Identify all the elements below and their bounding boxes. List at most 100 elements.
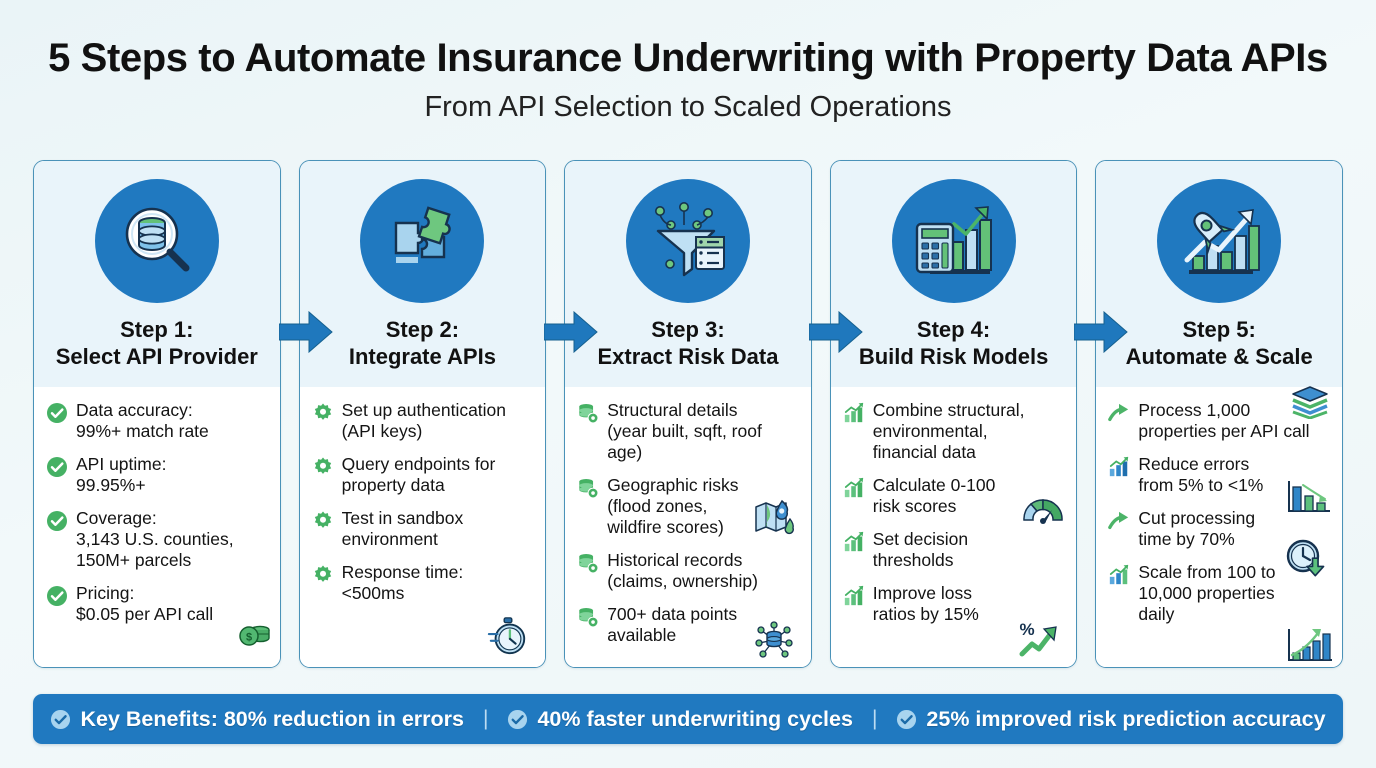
step-card-3-header: Step 3: Extract Risk Data	[565, 161, 811, 387]
list-item: Reduce errors from 5% to <1%	[1108, 454, 1331, 496]
green-database-gear-icon	[577, 477, 599, 499]
list-item-text: Historical records (claims, ownership)	[607, 549, 758, 591]
blue-bar-chart-arrow-icon	[1108, 456, 1130, 478]
green-gear-icon	[312, 402, 334, 424]
step-card-1-title: Step 1: Select API Provider	[55, 317, 258, 370]
steps-row: Step 1: Select API Provider Data accurac…	[33, 160, 1343, 668]
list-item: Scale from 100 to 10,000 properties dail…	[1108, 562, 1331, 625]
step-card-5-title: Step 5: Automate & Scale	[1125, 317, 1313, 370]
arrow-step1-to-step2	[279, 311, 333, 353]
green-check-circle-icon	[46, 510, 68, 532]
percent-up-arrow-icon: %	[1018, 619, 1062, 657]
list-item: Structural details (year built, sqft, ro…	[577, 400, 800, 463]
arrow-step4-to-step5	[1074, 311, 1128, 353]
green-check-circle-icon	[46, 402, 68, 424]
green-bar-chart-arrow-icon	[843, 477, 865, 499]
green-bar-chart-arrow-icon	[843, 402, 865, 424]
step-card-3-title: Step 3: Extract Risk Data	[597, 317, 779, 370]
list-item: Set decision thresholds	[843, 529, 1066, 571]
list-item: Improve loss ratios by 15%	[843, 583, 1066, 625]
green-gear-icon	[312, 456, 334, 478]
money-coins-icon: $	[237, 621, 271, 649]
benefit-separator: |	[871, 707, 878, 730]
header: 5 Steps to Automate Insurance Underwriti…	[0, 0, 1376, 124]
arrow-step2-to-step3	[544, 311, 598, 353]
list-item-text: Set decision thresholds	[872, 528, 969, 570]
list-item: Test in sandbox environment	[312, 508, 535, 550]
list-item-text: 700+ data points available	[607, 603, 738, 645]
step-card-5[interactable]: Step 5: Automate & Scale Process 1,000 p…	[1095, 160, 1343, 668]
benefit-text: 25% improved risk prediction accuracy	[926, 706, 1326, 731]
green-curved-arrow-icon	[1108, 510, 1130, 532]
list-item: Query endpoints for property data	[312, 454, 535, 496]
benefit-separator: |	[483, 707, 489, 730]
list-item-text: Scale from 100 to 10,000 properties dail…	[1138, 561, 1276, 624]
list-item: Response time: <500ms	[312, 562, 535, 604]
list-item-text: Geographic risks (flood zones, wildfire …	[607, 474, 739, 537]
benefit-item-3: 25% improved risk prediction accuracy	[896, 706, 1326, 732]
list-item-text: Test in sandbox environment	[341, 507, 464, 549]
magnifier-database-icon	[94, 179, 219, 303]
green-curved-arrow-icon	[1108, 402, 1130, 424]
list-item: Data accuracy: 99%+ match rate	[46, 400, 269, 442]
list-item-text: Combine structural, environmental, finan…	[872, 399, 1025, 462]
list-item-text: API uptime: 99.95%+	[76, 453, 167, 495]
green-database-gear-icon	[577, 606, 599, 628]
step-card-2[interactable]: Step 2: Integrate APIs Set up authentica…	[298, 160, 547, 668]
list-item-text: Coverage: 3,143 U.S. counties, 150M+ par…	[76, 507, 234, 570]
step-card-2-body: Set up authentication (API keys) Query e…	[299, 386, 546, 667]
green-check-circle-icon	[46, 585, 68, 607]
step-card-1-header: Step 1: Select API Provider	[34, 161, 280, 387]
green-database-gear-icon	[577, 552, 599, 574]
step-card-5-body: Process 1,000 properties per API call Re…	[1096, 385, 1342, 667]
stopwatch-icon	[487, 615, 529, 657]
check-circle-icon	[896, 709, 917, 730]
svg-text:$: $	[246, 632, 252, 644]
calculator-chart-icon	[891, 179, 1016, 303]
list-item-text: Data accuracy: 99%+ match rate	[76, 399, 209, 441]
list-item: Historical records (claims, ownership)	[577, 550, 800, 592]
page-subtitle: From API Selection to Scaled Operations	[424, 91, 952, 123]
step-card-5-header: Step 5: Automate & Scale	[1096, 161, 1342, 387]
benefit-text: Key Benefits: 80% reduction in errors	[80, 706, 464, 731]
list-item: Calculate 0-100 risk scores	[843, 475, 1066, 517]
benefit-text: 40% faster underwriting cycles	[537, 706, 853, 731]
step-card-4-header: Step 4: Build Risk Models	[830, 161, 1077, 387]
list-item: Pricing: $0.05 per API call	[46, 583, 269, 625]
list-item: Combine structural, environmental, finan…	[843, 400, 1066, 463]
list-item: Cut processing time by 70%	[1108, 508, 1331, 550]
green-check-circle-icon	[46, 456, 68, 478]
list-item-text: Improve loss ratios by 15%	[872, 582, 979, 624]
list-item: API uptime: 99.95%+	[46, 454, 269, 496]
list-item-text: Response time: <500ms	[341, 561, 464, 603]
rocket-growth-icon	[1157, 179, 1282, 303]
arrow-step3-to-step4	[809, 311, 863, 353]
step-card-3[interactable]: Step 3: Extract Risk Data Structural det…	[564, 160, 812, 668]
list-item-text: Pricing: $0.05 per API call	[76, 582, 214, 624]
step-card-2-header: Step 2: Integrate APIs	[299, 161, 546, 387]
green-gear-icon	[312, 564, 334, 586]
step-card-1[interactable]: Step 1: Select API Provider Data accurac…	[33, 160, 281, 668]
list-item-text: Structural details (year built, sqft, ro…	[607, 399, 762, 462]
green-bar-chart-arrow-icon	[843, 531, 865, 553]
list-item: Set up authentication (API keys)	[312, 400, 535, 442]
check-circle-icon	[50, 709, 71, 730]
page-title: 5 Steps to Automate Insurance Underwriti…	[48, 36, 1328, 80]
list-item-text: Calculate 0-100 risk scores	[872, 474, 996, 516]
benefit-item-1: Key Benefits: 80% reduction in errors	[50, 707, 464, 732]
list-item-text: Reduce errors from 5% to <1%	[1138, 453, 1264, 495]
blue-green-bar-chart-icon	[1108, 564, 1130, 586]
rising-chart-icon	[1286, 627, 1334, 665]
list-item: 700+ data points available	[577, 604, 800, 646]
key-benefits-banner: Key Benefits: 80% reduction in errors | …	[33, 694, 1343, 744]
green-gear-icon	[312, 510, 334, 532]
list-item-text: Cut processing time by 70%	[1138, 507, 1256, 549]
step-card-3-body: Structural details (year built, sqft, ro…	[565, 386, 811, 667]
step-card-4[interactable]: Step 4: Build Risk Models Combine struct…	[829, 160, 1078, 668]
step-card-4-title: Step 4: Build Risk Models	[858, 317, 1049, 370]
benefit-item-2: 40% faster underwriting cycles	[507, 706, 853, 732]
step-card-2-title: Step 2: Integrate APIs	[348, 317, 496, 370]
puzzle-pieces-icon	[360, 179, 485, 303]
list-item: Coverage: 3,143 U.S. counties, 150M+ par…	[46, 508, 269, 571]
